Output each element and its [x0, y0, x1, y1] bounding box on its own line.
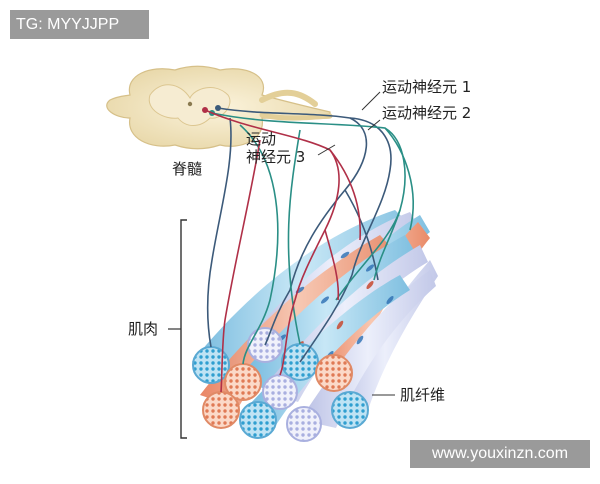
label-spinal-cord: 脊髓	[172, 160, 203, 178]
label-motor-neuron-2: 运动神经元 2	[382, 104, 472, 122]
watermark-bottom-right: www.youxinzn.com	[410, 440, 590, 468]
label-muscle: 肌肉	[128, 320, 159, 338]
label-motor-neuron-3-line1: 运动	[246, 130, 277, 148]
label-leader-lines	[317, 91, 395, 396]
motor-neuron-3-axon	[204, 109, 361, 393]
label-motor-neuron-3-line2: 神经元 3	[246, 148, 306, 166]
motor-neuron-2-axon	[211, 112, 414, 365]
label-motor-neuron-1: 运动神经元 1	[382, 78, 472, 96]
watermark-top-left: TG: MYYJJPP	[10, 10, 149, 39]
motor-neuron-axons	[204, 107, 414, 393]
label-muscle-fiber: 肌纤维	[400, 386, 446, 404]
muscle-bracket	[168, 219, 187, 439]
